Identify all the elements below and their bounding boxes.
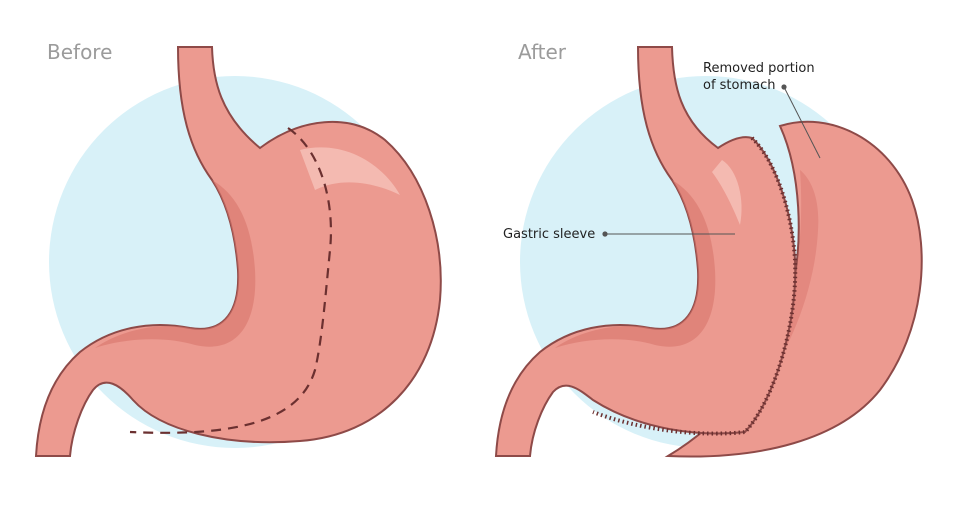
gastric-sleeve-highlight — [712, 160, 742, 225]
before-illustration — [34, 46, 442, 457]
gastric-sleeve-leader-dot — [602, 231, 608, 237]
removed-portion-leader-line — [783, 86, 821, 159]
before-stomach-highlight — [300, 147, 400, 195]
removed-portion-leader-dot — [781, 84, 787, 90]
removed-portion-shade — [760, 170, 819, 390]
before-title: Before — [47, 40, 113, 64]
gastric-sleeve-shade — [555, 180, 716, 348]
removed-portion-label-line-2: of stomach — [703, 78, 776, 93]
before-cut-line — [129, 127, 332, 434]
after-title: After — [518, 40, 567, 64]
removed-portion-label-line-1: Removed portion — [703, 61, 815, 76]
before-stomach-shade — [95, 180, 256, 348]
gastric-sleeve-label: Gastric sleeve — [503, 227, 596, 242]
after-illustration — [494, 46, 923, 458]
removed-portion-label: Removed portion of stomach — [703, 60, 815, 94]
